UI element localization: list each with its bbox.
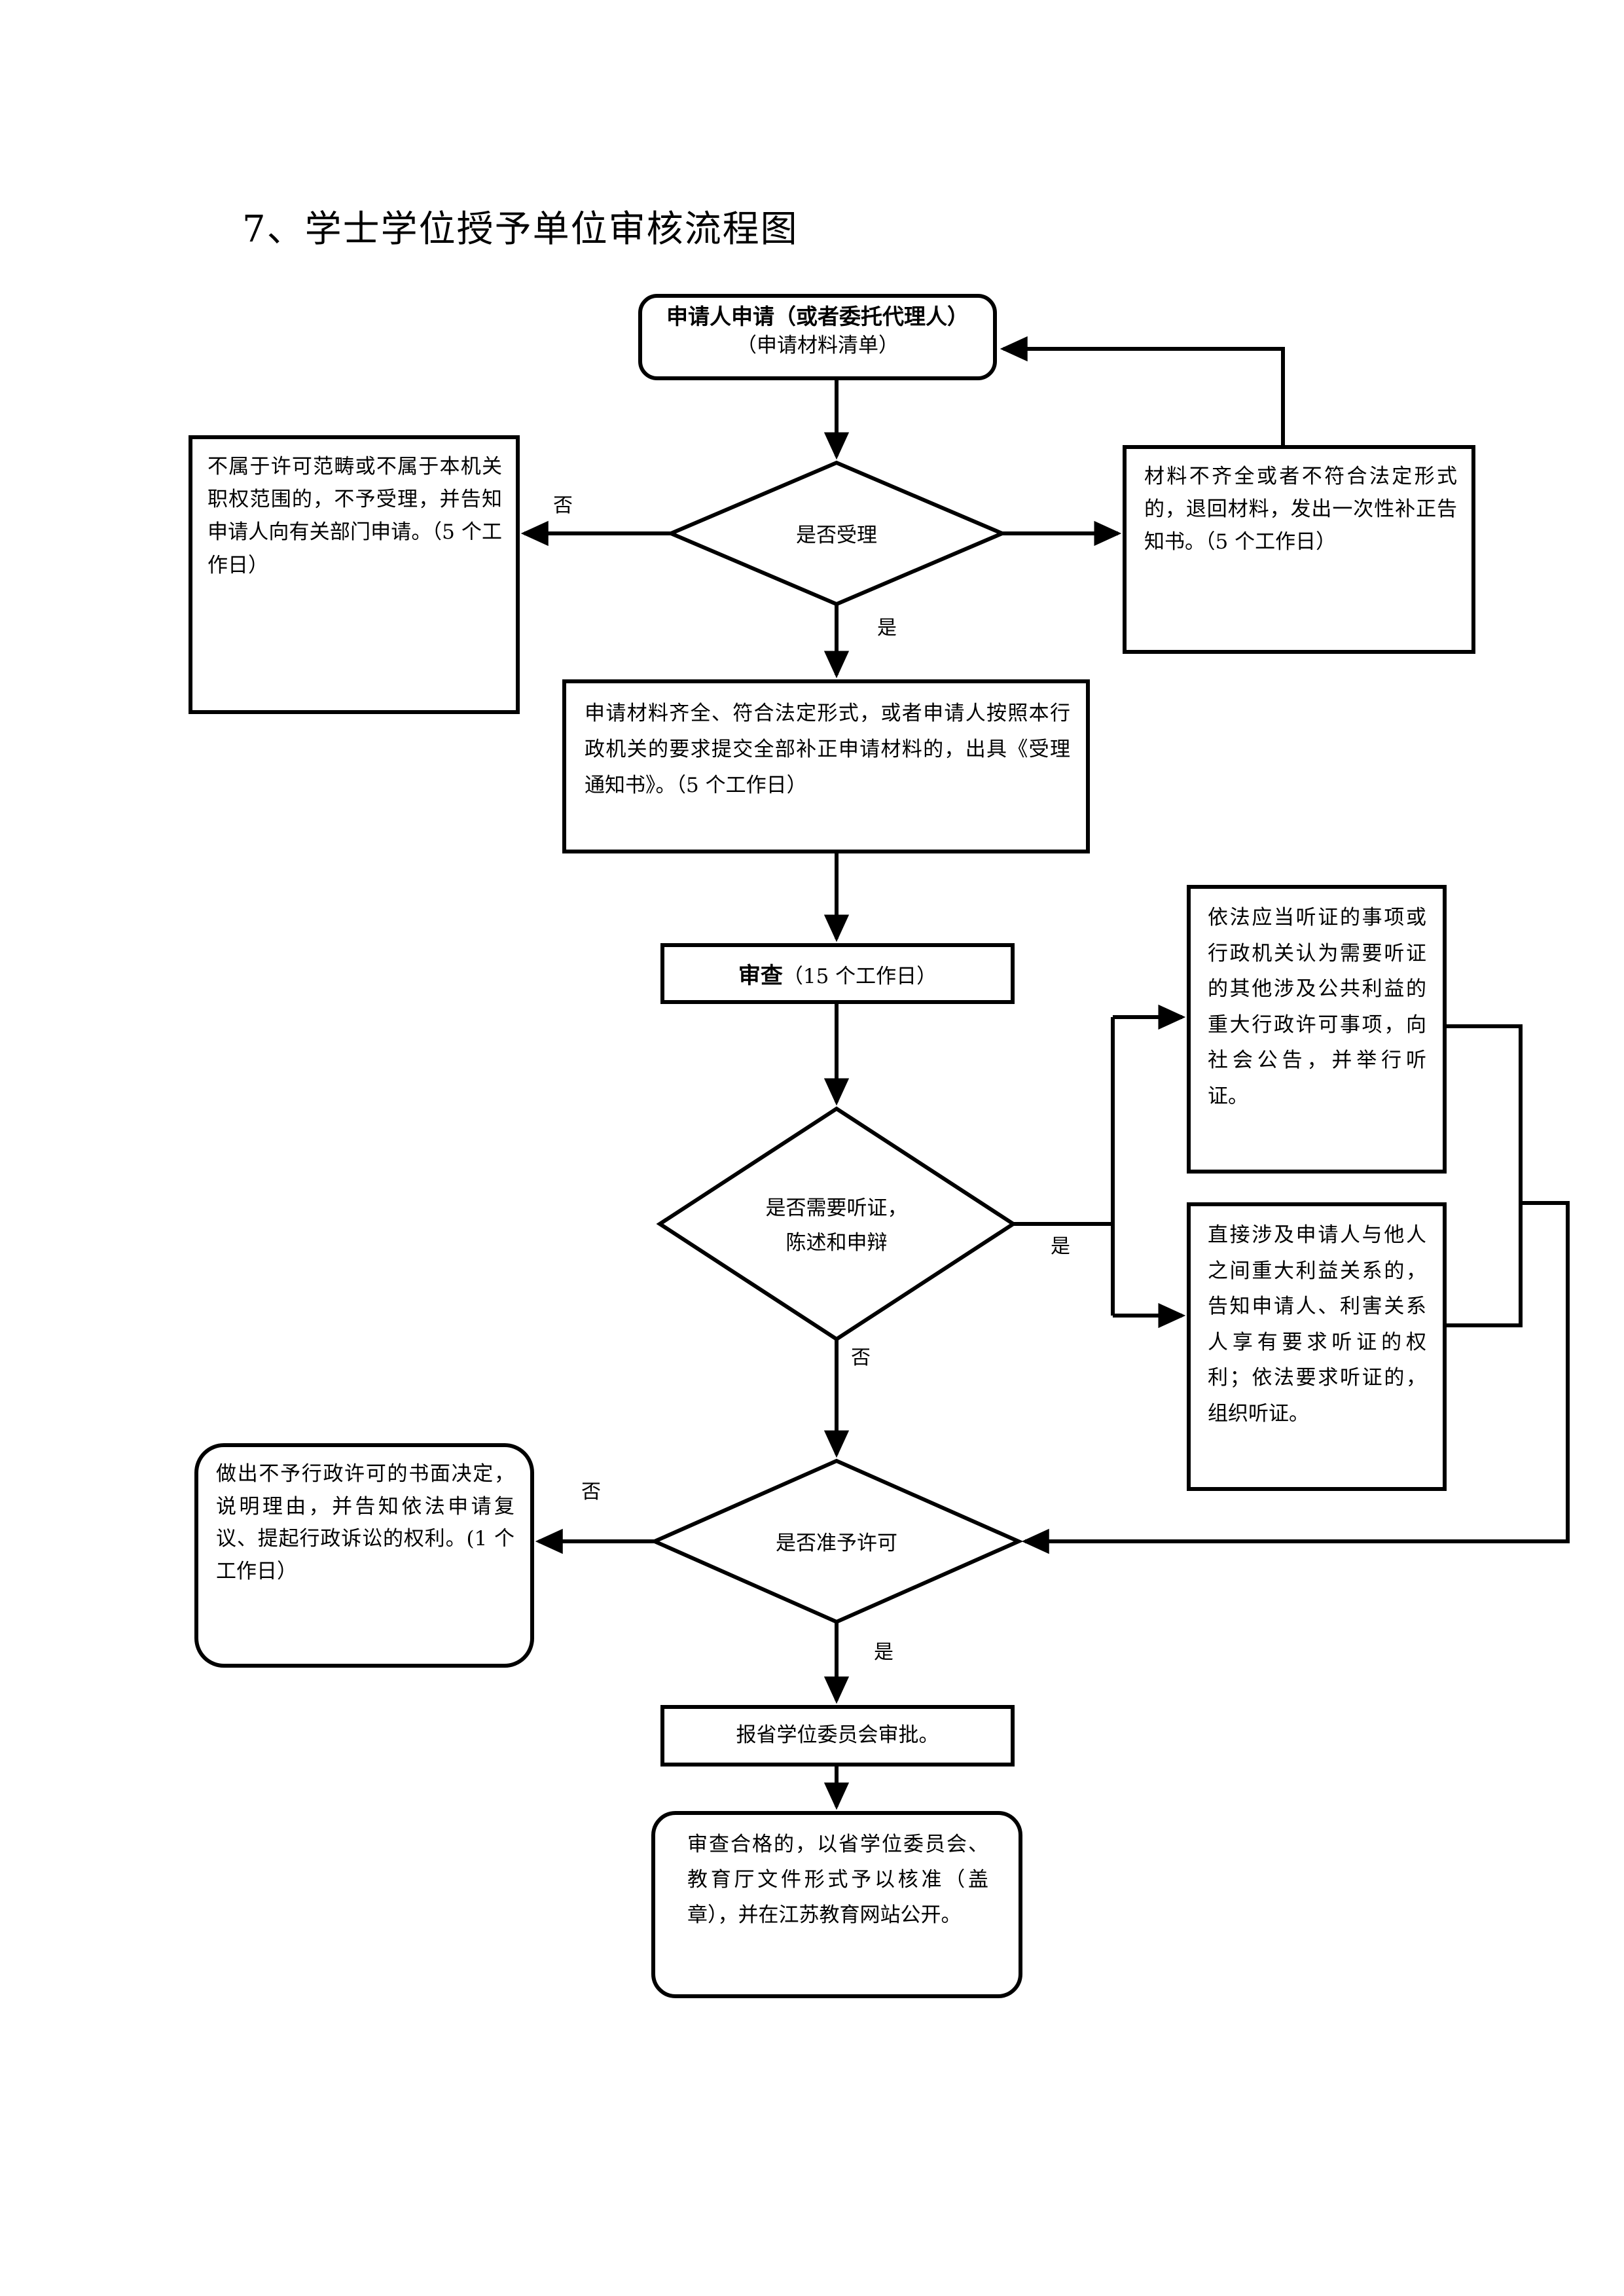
edge-label-d3-no: 否 <box>581 1480 601 1503</box>
node-d3-label: 是否准予许可 <box>776 1532 897 1555</box>
node-d2-line1: 是否需要听证， <box>765 1196 908 1220</box>
edge-label-d1-yes: 是 <box>877 617 897 639</box>
edge-hearing-part-out <box>1445 1203 1523 1327</box>
node-hearing-pub-shape <box>1187 885 1447 1174</box>
edge-label-d2-no: 否 <box>851 1346 871 1369</box>
node-submit-text: 报省学位委员会审批。 <box>736 1723 939 1747</box>
node-deny-shape <box>194 1443 534 1668</box>
node-review-subtitle: （15 个工作日） <box>782 965 937 988</box>
edge-label-d1-no: 否 <box>553 494 573 517</box>
page-title: 7、学士学位授予单位审核流程图 <box>242 208 799 251</box>
node-apply-shape <box>638 294 997 380</box>
node-incomplete-text: 材料不齐全或者不符合法定形式的，退回材料，发出一次性补正告知书。（5 个工作日） <box>1144 465 1457 554</box>
node-apply-title: 申请人申请（或者委托代理人） <box>666 304 969 329</box>
node-apply-subtitle: （申请材料清单） <box>736 333 899 357</box>
node-d2: 是否需要听证， 陈述和申辩 <box>681 1191 992 1260</box>
node-incomplete: 材料不齐全或者不符合法定形式的，退回材料，发出一次性补正告知书。（5 个工作日） <box>1144 460 1457 559</box>
node-accept-shape <box>562 679 1090 853</box>
node-review: 审查（15 个工作日） <box>662 958 1013 994</box>
edge-hearings-to-d3 <box>1021 1201 1570 1554</box>
node-submit-shape <box>660 1705 1015 1767</box>
node-d2-line2: 陈述和申辩 <box>785 1230 888 1255</box>
edge-label-d2-yes: 是 <box>1051 1235 1070 1258</box>
node-hearing-part-text: 直接涉及申请人与他人之间重大利益关系的，告知申请人、利害关系人享有要求听证的权利… <box>1208 1223 1426 1426</box>
node-d1: 是否受理 <box>671 519 1002 552</box>
node-accept: 申请材料齐全、符合法定形式，或者申请人按照本行政机关的要求提交全部补正申请材料的… <box>585 696 1070 804</box>
node-d1-label: 是否受理 <box>796 524 877 547</box>
node-deny: 做出不予行政许可的书面决定，说明理由，并告知依法申请复议、提起行政诉讼的权利。(… <box>216 1458 514 1588</box>
node-incomplete-shape <box>1123 445 1475 654</box>
node-reject-scope: 不属于许可范畴或不属于本机关职权范围的，不予受理，并告知申请人向有关部门申请。（… <box>208 450 502 582</box>
edge-incomplete-to-apply <box>1000 336 1285 447</box>
edge-label-d3-yes: 是 <box>874 1641 893 1664</box>
node-accept-text: 申请材料齐全、符合法定形式，或者申请人按照本行政机关的要求提交全部补正申请材料的… <box>585 702 1070 798</box>
node-approve-shape <box>651 1811 1022 1998</box>
node-hearing-pub-text: 依法应当听证的事项或行政机关认为需要听证的其他涉及公共利益的重大行政许可事项，向… <box>1208 906 1426 1108</box>
node-approve-text: 审查合格的，以省学位委员会、教育厅文件形式予以核准（盖章），并在江苏教育网站公开… <box>687 1833 988 1927</box>
node-submit: 报省学位委员会审批。 <box>662 1719 1013 1751</box>
edge-hearing-pub-out <box>1445 1024 1523 1203</box>
node-reject-scope-shape <box>189 435 520 714</box>
node-deny-text: 做出不予行政许可的书面决定，说明理由，并告知依法申请复议、提起行政诉讼的权利。(… <box>216 1462 514 1583</box>
node-approve: 审查合格的，以省学位委员会、教育厅文件形式予以核准（盖章），并在江苏教育网站公开… <box>687 1827 988 1933</box>
node-apply: 申请人申请（或者委托代理人） （申请材料清单） <box>643 302 992 360</box>
node-hearing-part-shape <box>1187 1202 1447 1491</box>
node-reject-scope-text: 不属于许可范畴或不属于本机关职权范围的，不予受理，并告知申请人向有关部门申请。（… <box>208 455 502 577</box>
node-hearing-part: 直接涉及申请人与他人之间重大利益关系的，告知申请人、利害关系人享有要求听证的权利… <box>1208 1217 1426 1431</box>
node-d3-shape <box>649 1458 1024 1624</box>
node-d3: 是否准予许可 <box>655 1527 1019 1560</box>
node-hearing-pub: 依法应当听证的事项或行政机关认为需要听证的其他涉及公共利益的重大行政许可事项，向… <box>1208 900 1426 1114</box>
node-review-title: 审查 <box>738 963 783 989</box>
